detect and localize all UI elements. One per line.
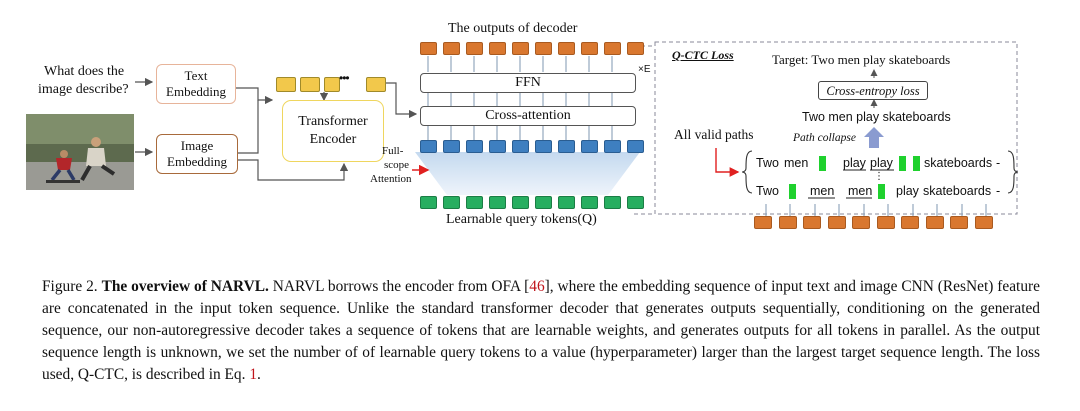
token bbox=[876, 216, 895, 229]
token bbox=[300, 77, 320, 92]
figure-caption: Figure 2. The overview of NARVL. NARVL b… bbox=[42, 276, 1040, 386]
caption-label: Figure 2. bbox=[42, 278, 98, 295]
token bbox=[489, 140, 506, 153]
blank-token bbox=[819, 156, 826, 171]
token bbox=[443, 196, 460, 209]
citation-link-46[interactable]: 46 bbox=[529, 278, 545, 295]
cross-entropy-box: Cross-entropy loss bbox=[818, 81, 928, 100]
token bbox=[852, 216, 870, 229]
ellipsis-dots: ••• bbox=[339, 71, 350, 85]
token bbox=[627, 196, 644, 209]
decoder-arrows bbox=[427, 56, 613, 140]
token bbox=[324, 77, 340, 92]
valid-paths-label: All valid paths bbox=[674, 127, 754, 142]
token bbox=[558, 42, 575, 55]
token bbox=[754, 216, 772, 229]
full-scope-label-3: Attention bbox=[370, 173, 412, 185]
token bbox=[803, 216, 821, 229]
blank-token bbox=[899, 156, 906, 171]
token bbox=[512, 140, 529, 153]
attention-fan bbox=[415, 152, 640, 195]
equation-link-1[interactable]: 1 bbox=[249, 366, 258, 383]
blank-token bbox=[913, 156, 920, 171]
token bbox=[604, 196, 621, 209]
token bbox=[627, 140, 644, 153]
token bbox=[925, 216, 944, 229]
full-scope-label-1: Full- bbox=[382, 145, 404, 157]
path1-word-play-2: play bbox=[870, 156, 893, 170]
question-line-2: image describe? bbox=[38, 82, 129, 97]
token bbox=[535, 42, 552, 55]
token bbox=[535, 140, 552, 153]
token bbox=[581, 42, 598, 55]
token bbox=[558, 196, 575, 209]
path1-word-skateboards: skateboards bbox=[924, 156, 993, 170]
token bbox=[535, 196, 552, 209]
caption-text-3: . bbox=[257, 366, 261, 383]
qctc-region bbox=[654, 41, 1018, 215]
token bbox=[901, 216, 919, 229]
caption-title: The overview of NARVL. bbox=[101, 278, 269, 295]
token bbox=[604, 140, 621, 153]
token bbox=[627, 42, 644, 55]
qctc-target: Target: Two men play skateboards bbox=[772, 52, 951, 67]
path2-word-men-2: men bbox=[848, 184, 873, 198]
token bbox=[512, 196, 529, 209]
query-tokens-label: Learnable query tokens(Q) bbox=[446, 212, 597, 227]
path2-word-two: Two bbox=[756, 184, 779, 198]
token bbox=[604, 42, 621, 55]
blank-token bbox=[878, 184, 885, 199]
token bbox=[443, 42, 460, 55]
cross-attention-block: Cross-attention bbox=[420, 106, 636, 126]
token bbox=[558, 140, 575, 153]
path2-dash: - bbox=[996, 184, 1001, 198]
path1-word-two: Two bbox=[756, 156, 779, 170]
diagram-connectors bbox=[135, 41, 1019, 216]
path-collapse-label: Path collapse bbox=[793, 132, 856, 144]
token bbox=[581, 196, 598, 209]
caption-text-1: NARVL borrows the encoder from OFA [ bbox=[268, 278, 530, 295]
path2-word-men: men bbox=[810, 184, 835, 198]
token bbox=[366, 77, 386, 92]
path1-word-men: men bbox=[784, 156, 809, 170]
collapsed-sequence: Two men play skateboards bbox=[802, 110, 951, 124]
token bbox=[420, 196, 437, 209]
path2-word-play: play bbox=[896, 184, 919, 198]
token bbox=[420, 42, 437, 55]
input-image bbox=[26, 114, 134, 190]
path1-word-play: play bbox=[843, 156, 866, 170]
decoder-outputs-label: The outputs of decoder bbox=[448, 21, 578, 36]
path2-word-skateboards: skateboards bbox=[923, 184, 992, 198]
vertical-ellipsis: ⋮ bbox=[874, 171, 884, 182]
token bbox=[950, 216, 968, 229]
qctc-title: Q-CTC Loss bbox=[672, 48, 734, 62]
path-collapse-arrow bbox=[864, 127, 884, 148]
token bbox=[512, 42, 529, 55]
full-scope-label-2: scope bbox=[384, 159, 410, 171]
token bbox=[581, 140, 598, 153]
path1-dash: - bbox=[996, 156, 1001, 170]
token bbox=[778, 216, 797, 229]
token bbox=[827, 216, 846, 229]
question-line-1: What does the bbox=[44, 64, 125, 79]
token bbox=[489, 42, 506, 55]
ffn-block: FFN bbox=[420, 73, 636, 93]
token bbox=[489, 196, 506, 209]
token bbox=[466, 140, 483, 153]
token bbox=[466, 196, 483, 209]
token bbox=[466, 42, 483, 55]
skateboarders-illustration bbox=[26, 114, 134, 190]
repeat-e-label: ×E bbox=[638, 64, 651, 75]
token bbox=[276, 77, 296, 92]
token bbox=[420, 140, 437, 153]
token bbox=[443, 140, 460, 153]
blank-token bbox=[789, 184, 796, 199]
token bbox=[974, 216, 993, 229]
caption-text-2: ], where the embedding sequence of input… bbox=[42, 278, 1040, 383]
